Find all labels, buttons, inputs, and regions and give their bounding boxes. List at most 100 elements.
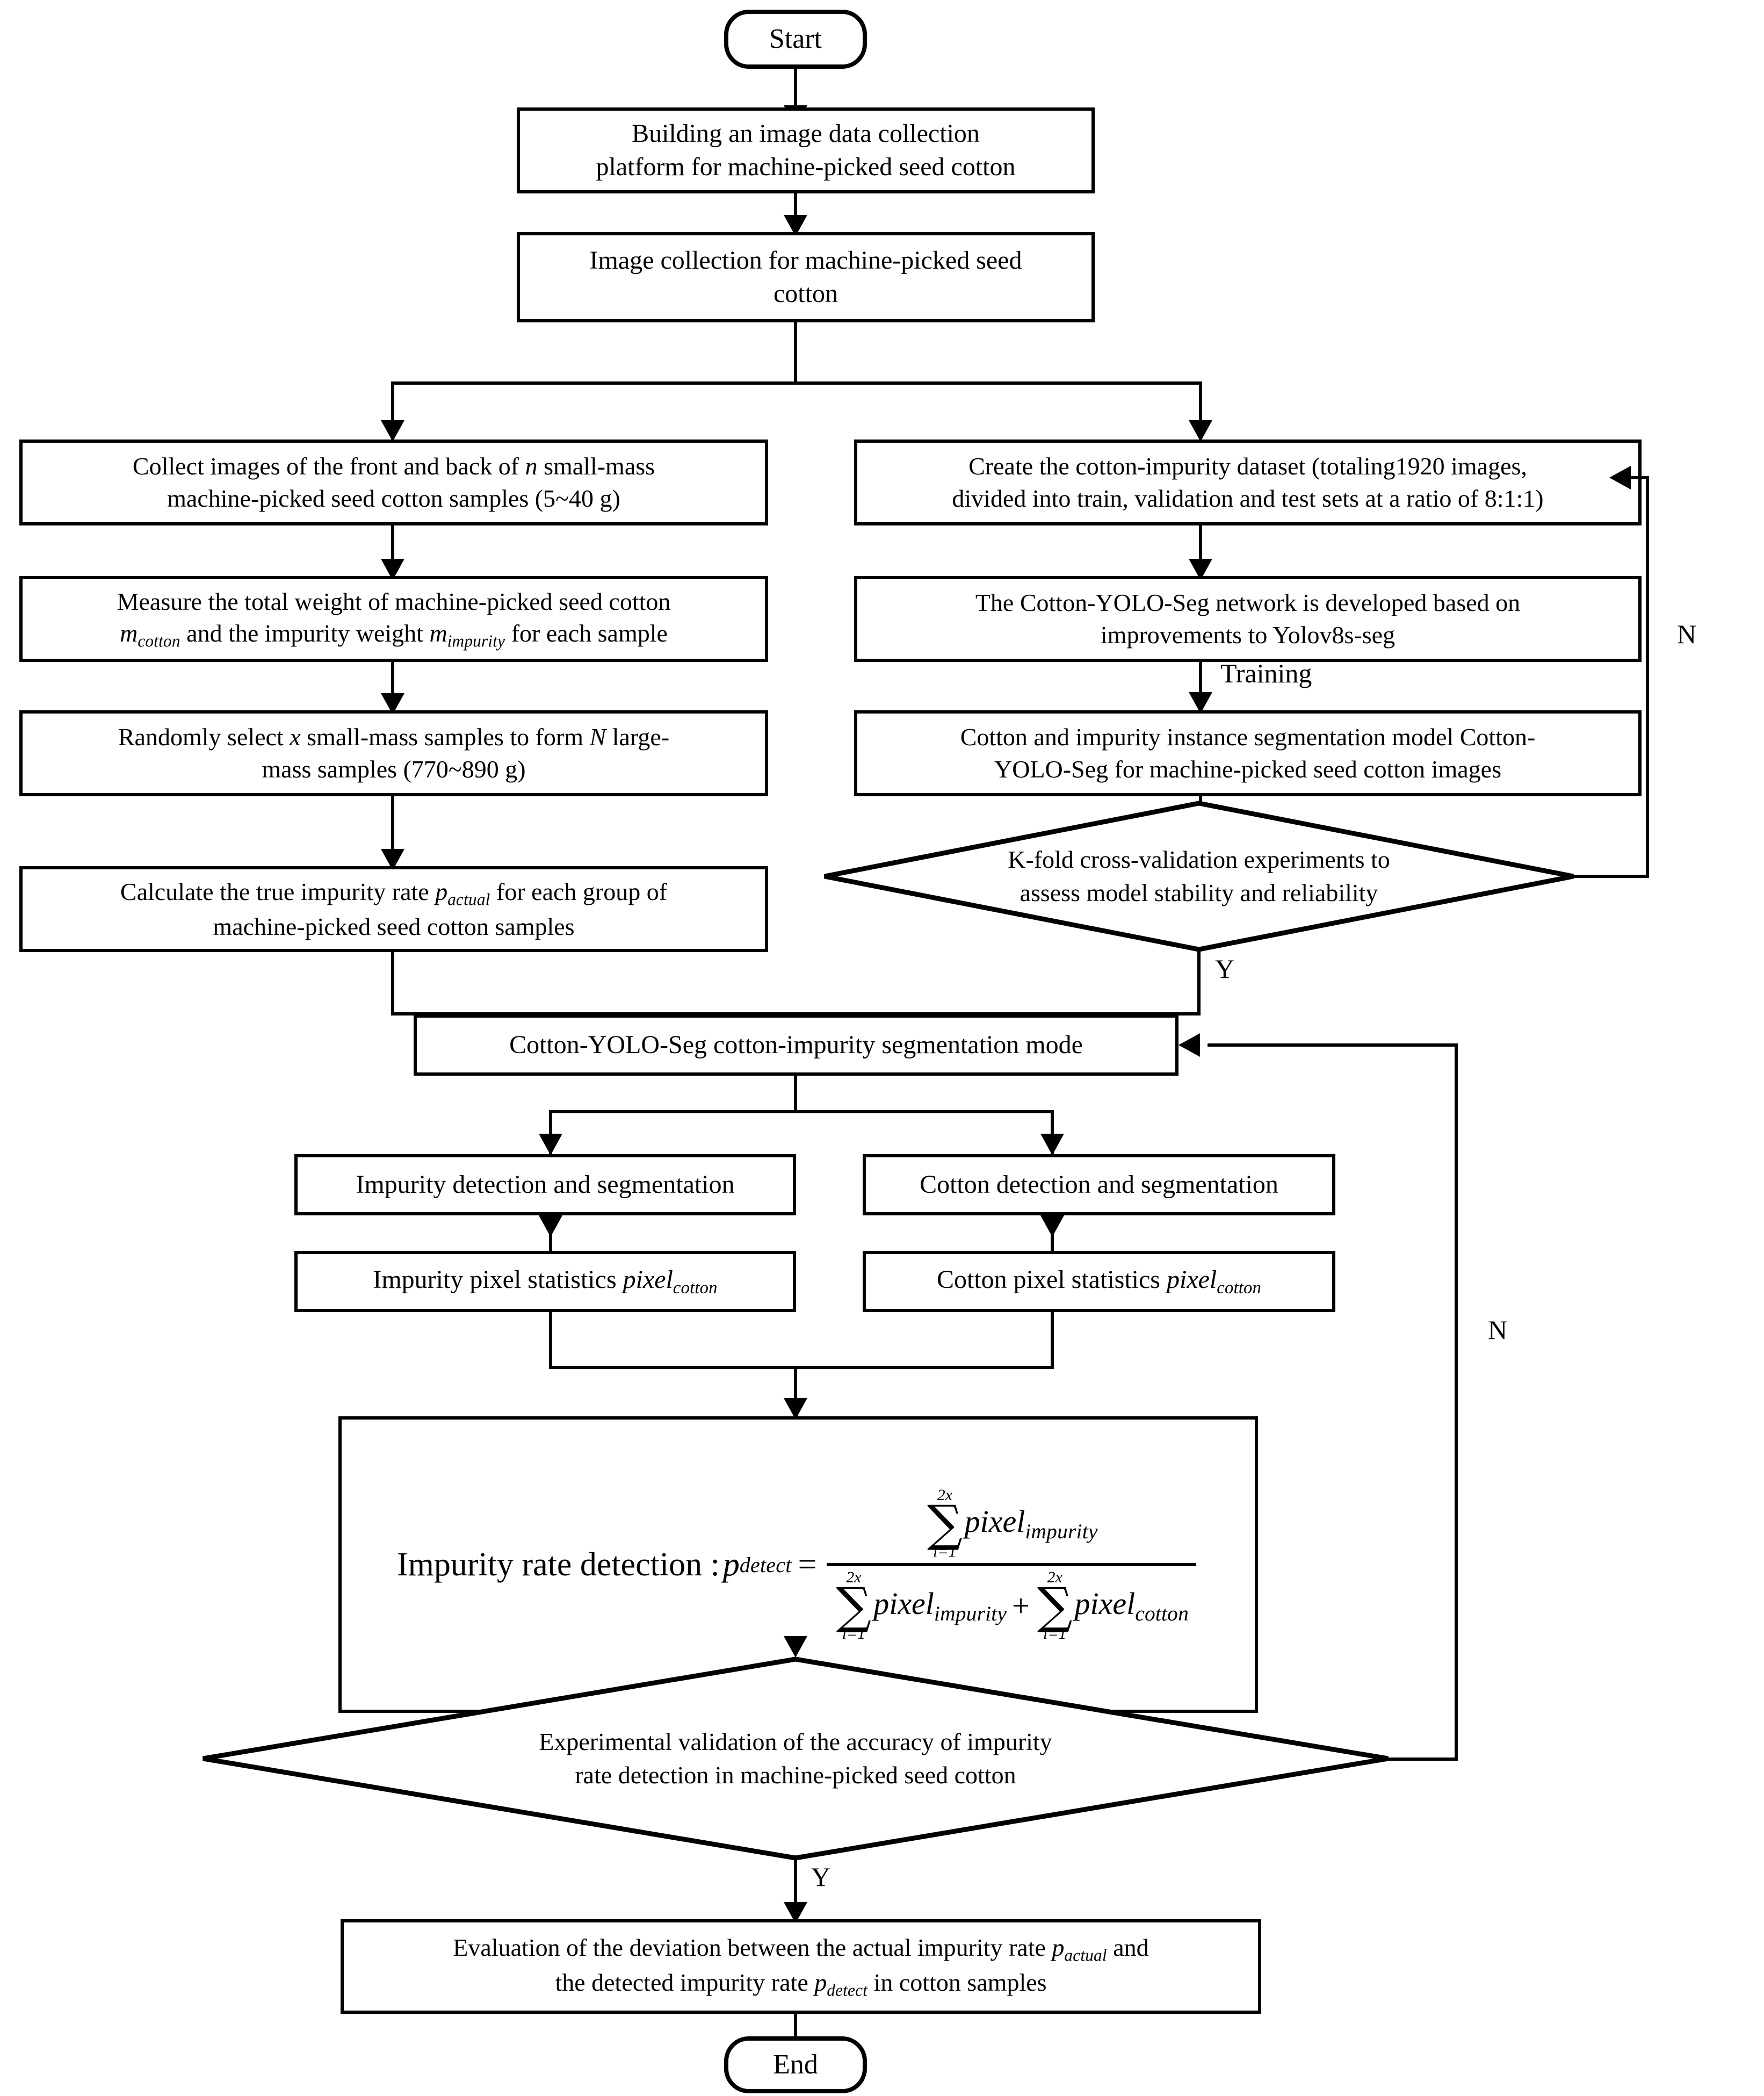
- kfold-line2: assess model stability and reliability: [1020, 879, 1378, 906]
- node-create-dataset: Create the cotton-impurity dataset (tota…: [854, 440, 1642, 525]
- formula-lhs-sym: p: [722, 1546, 740, 1583]
- edge-valid-no-bottom: [1367, 1758, 1458, 1761]
- node-front-back-line1: Collect images of the front and back of …: [124, 450, 663, 482]
- node-end-label: End: [773, 2049, 818, 2080]
- random-b: small-mass samples to form: [300, 723, 590, 751]
- node-imp-pixel-label: Impurity pixel statistics pixelcotton: [364, 1263, 726, 1299]
- arrowhead-imp-detect: [539, 1134, 562, 1155]
- arrowhead-validation: [784, 1636, 807, 1658]
- edge-label-training: Training: [1220, 658, 1312, 688]
- node-kfold-decision: K-fold cross-validation experiments to a…: [822, 801, 1576, 952]
- node-true-impurity-rate: Calculate the true impurity rate pactual…: [19, 866, 768, 952]
- node-segmentation-model: Cotton and impurity instance segmentatio…: [854, 710, 1642, 796]
- truerate-a: Calculate the true impurity rate: [120, 877, 436, 905]
- edge-segmode-split-bus: [549, 1110, 1054, 1113]
- node-impurity-detection: Impurity detection and segmentation: [294, 1154, 796, 1215]
- imp-pixel-sym: pixel: [623, 1265, 673, 1294]
- edge-collect-split-stem: [794, 322, 797, 385]
- edge-random-to-truerate: [391, 796, 394, 870]
- random-var-N: N: [589, 723, 606, 751]
- den2-sum-lower: i=1: [1043, 1625, 1067, 1643]
- edge-cotpixel-down: [1051, 1312, 1054, 1369]
- measure-sub-impurity: impurity: [447, 631, 505, 651]
- node-impurity-pixel-stats: Impurity pixel statistics pixelcotton: [294, 1251, 796, 1312]
- node-network-line1: The Cotton-YOLO-Seg network is developed…: [975, 589, 1521, 617]
- node-evaluation-deviation: Evaluation of the deviation between the …: [341, 1919, 1261, 2014]
- num-term-sub: impurity: [1025, 1519, 1098, 1543]
- front-back-line1-b: small-mass: [537, 452, 655, 480]
- edge-label-valid-yes: Y: [811, 1862, 831, 1892]
- node-truerate-line1: Calculate the true impurity rate pactual…: [112, 876, 676, 911]
- node-measure-line1: Measure the total weight of machine-pick…: [117, 587, 671, 615]
- node-measure-line2: mcotton and the impurity weight mimpurit…: [111, 617, 676, 652]
- formula-numerator: 2x ∑ i=1 pixelimpurity: [917, 1484, 1105, 1563]
- measure-sym-m2: m: [429, 620, 447, 647]
- den1-term-sub: impurity: [934, 1602, 1007, 1626]
- edge-valid-no-top: [1208, 1043, 1458, 1047]
- edge-label-kfold-yes: Y: [1215, 954, 1235, 984]
- eval-line2-a: the detected impurity rate: [555, 1969, 815, 1996]
- node-collect-line2: cotton: [773, 279, 838, 308]
- node-dataset-line1: Create the cotton-impurity dataset (tota…: [968, 452, 1527, 480]
- cot-pixel-prefix: Cotton pixel statistics: [936, 1265, 1167, 1294]
- den2-term-sub: cotton: [1135, 1602, 1189, 1626]
- edge-split-left: [391, 381, 394, 442]
- den1-sigma-glyph: ∑: [836, 1577, 872, 1634]
- formula-den-term2: pixelcotton: [1075, 1586, 1189, 1626]
- node-random-line1: Randomly select x small-mass samples to …: [110, 721, 678, 753]
- edge-segmode-split-right: [1051, 1110, 1054, 1155]
- num-sum-upper: 2x: [937, 1486, 952, 1504]
- arrowhead-model: [1189, 692, 1212, 714]
- arrowhead-cot-detect: [1040, 1134, 1064, 1155]
- eval-sym-p1: p: [1052, 1933, 1065, 1961]
- formula-num-sigma: 2x ∑ i=1: [925, 1487, 965, 1560]
- arrowhead-cot-pixel: [1040, 1215, 1064, 1237]
- validation-line1: Experimental validation of the accuracy …: [539, 1728, 1052, 1756]
- formula-num-term: pixelimpurity: [965, 1503, 1098, 1544]
- formula-equals: =: [798, 1546, 817, 1583]
- formula-lead-text: Impurity rate detection :: [397, 1546, 720, 1583]
- kfold-text: K-fold cross-validation experiments to a…: [1008, 843, 1390, 909]
- node-evaluation-line2: the detected impurity rate pdetect in co…: [546, 1967, 1055, 2001]
- node-cot-detect-label: Cotton detection and segmentation: [920, 1170, 1278, 1199]
- edge-label-kfold-no: N: [1677, 619, 1697, 649]
- edge-split-right: [1199, 381, 1202, 442]
- edge-pixel-merge-stem: [794, 1366, 797, 1420]
- node-start-label: Start: [769, 24, 822, 55]
- arrowhead-formula: [784, 1398, 807, 1420]
- node-end: End: [724, 2036, 867, 2093]
- front-back-line1-a: Collect images of the front and back of: [132, 452, 525, 480]
- node-evaluation-line1: Evaluation of the deviation between the …: [444, 1932, 1157, 1967]
- measure-sub-cotton: cotton: [138, 631, 180, 651]
- edge-validation-yes: [794, 1858, 797, 1922]
- eval-line1-b: and: [1107, 1933, 1149, 1961]
- node-build-platform: Building an image data collection platfo…: [517, 107, 1095, 193]
- node-random-line2: mass samples (770~890 g): [262, 755, 526, 783]
- node-measure-weight: Measure the total weight of machine-pick…: [19, 576, 768, 662]
- edge-kfold-yes-down: [1197, 949, 1201, 1014]
- formula-fraction-bar: [826, 1563, 1196, 1566]
- imp-pixel-sub: cotton: [673, 1278, 718, 1298]
- formula-den-sigma2: 2x ∑ i=1: [1035, 1569, 1075, 1642]
- random-a: Randomly select: [118, 723, 290, 751]
- truerate-sub-actual: actual: [447, 889, 490, 909]
- truerate-b: for each group of: [490, 877, 668, 905]
- edge-segmode-split-stem: [794, 1076, 797, 1113]
- arrowhead-kfold-no: [1609, 466, 1631, 489]
- den1-sum-lower: i=1: [842, 1625, 866, 1643]
- node-cotton-pixel-stats: Cotton pixel statistics pixelcotton: [863, 1251, 1335, 1312]
- edge-kfold-no-bottom: [1573, 875, 1649, 878]
- edge-kfold-no-vertical: [1646, 476, 1649, 878]
- front-back-var-n: n: [525, 452, 538, 480]
- node-dataset-line2: divided into train, validation and test …: [952, 485, 1544, 512]
- truerate-sym-p: p: [435, 877, 448, 905]
- edge-valid-no-vertical: [1455, 1043, 1458, 1761]
- den1-sum-upper: 2x: [846, 1568, 862, 1586]
- den2-sigma-glyph: ∑: [1037, 1577, 1073, 1634]
- measure-mid: and the impurity weight: [180, 620, 430, 647]
- num-term-text: pixel: [964, 1503, 1025, 1539]
- node-random-select: Randomly select x small-mass samples to …: [19, 710, 768, 796]
- random-var-x: x: [290, 723, 301, 751]
